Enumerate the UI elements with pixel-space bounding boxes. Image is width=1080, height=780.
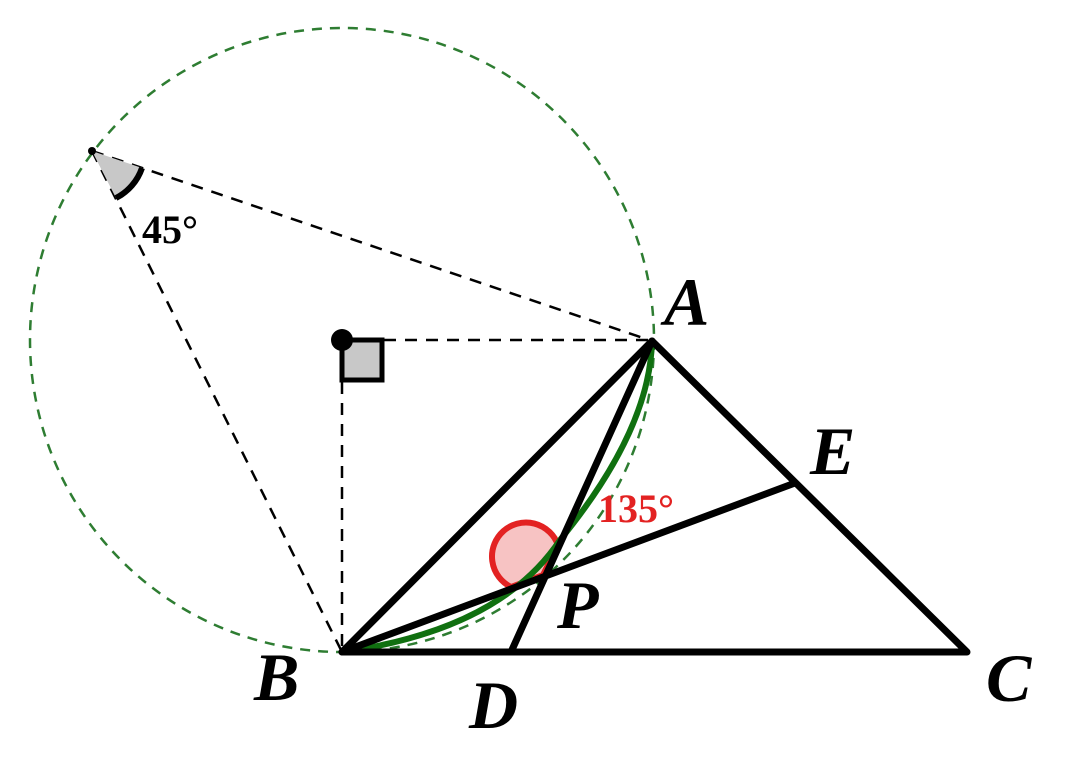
segment-b-e (338, 479, 799, 656)
segment-a-d (507, 337, 656, 656)
inscribed-vertex-dot (88, 147, 96, 155)
label-point-p: P (556, 567, 599, 643)
circle-center-dot (331, 329, 353, 351)
label-point-a: A (660, 264, 709, 340)
angle-135-marker (489, 519, 561, 590)
label-point-d: D (468, 667, 518, 743)
inscribed-angle-sector (92, 151, 142, 198)
triangle-abc (338, 337, 971, 656)
dashed-line-vertex-to-a (91, 149, 653, 343)
label-angle-135: 135° (598, 486, 674, 531)
label-point-e: E (809, 413, 855, 489)
label-point-b: B (253, 639, 299, 715)
label-point-c: C (986, 640, 1032, 716)
label-angle-45: 45° (142, 207, 198, 252)
dashed-line-vertex-to-b (90, 150, 344, 653)
inscribed-angle-arc (114, 166, 145, 201)
triangle-lines (338, 337, 971, 656)
dashed-helper-lines (90, 149, 653, 653)
